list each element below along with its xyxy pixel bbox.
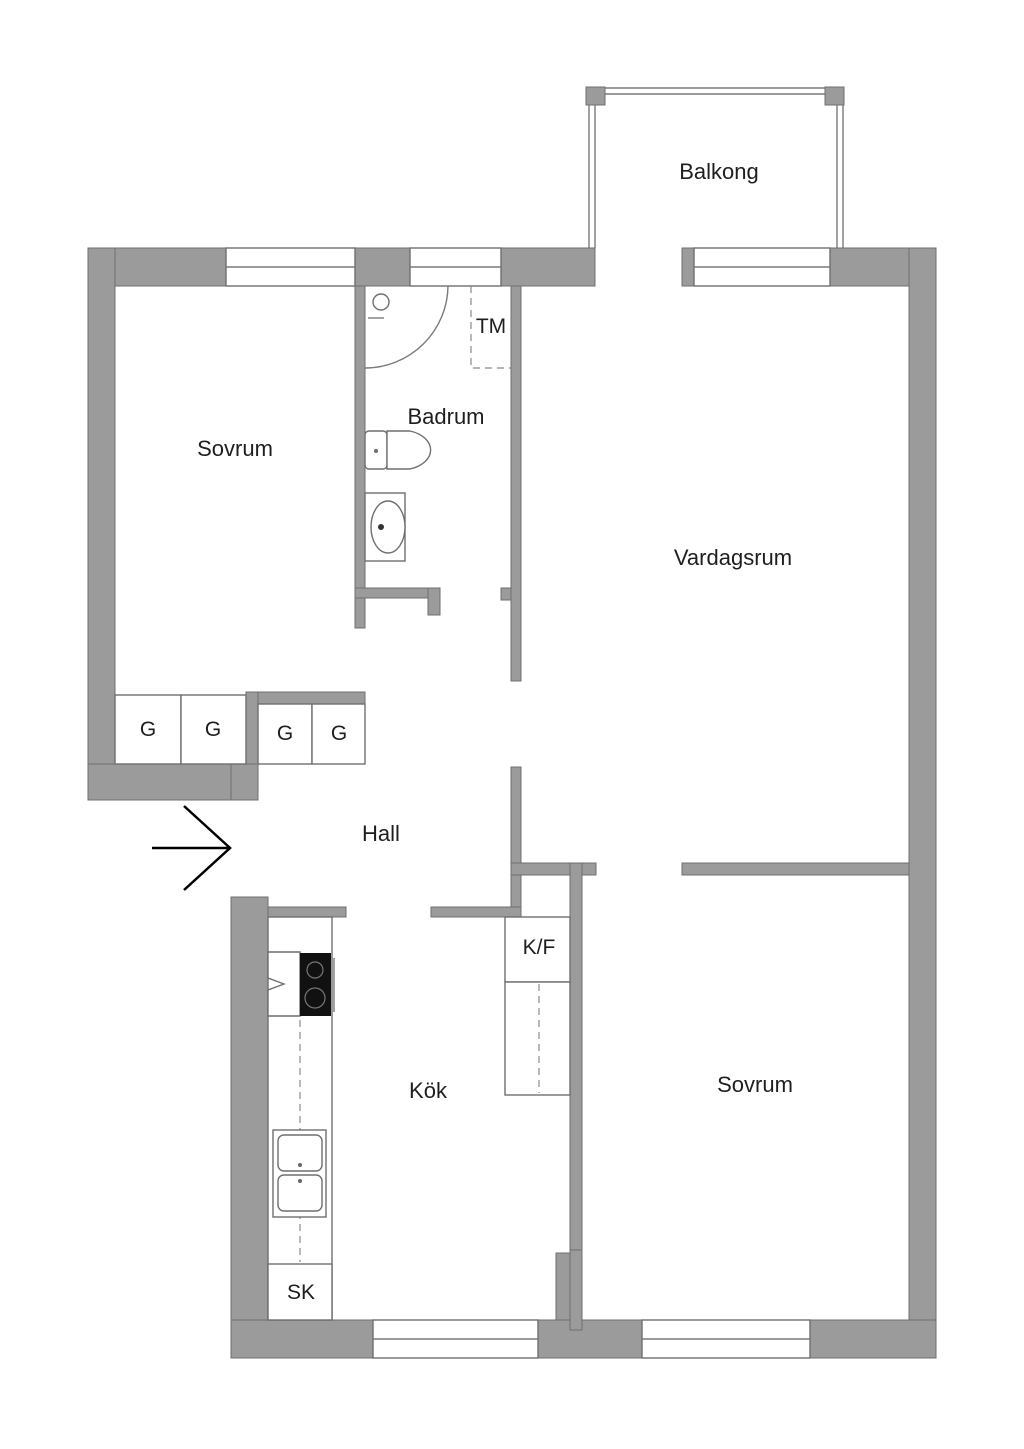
double-sink-icon [272,1129,327,1218]
washing-machine-outline [470,286,511,369]
label-wardrobe-2: G [205,718,221,741]
balcony [585,86,845,248]
stove-icon [267,951,335,1017]
room-label-bedroom-right: Sovrum [717,1072,793,1097]
wardrobes [114,694,366,765]
windows [225,247,831,1359]
label-wardrobe-4: G [331,722,347,745]
room-label-kitchen: Kök [409,1078,448,1103]
room-label-bedroom-left: Sovrum [197,436,273,461]
label-wardrobe-1: G [140,718,156,741]
label-washing-machine: TM [476,315,506,338]
label-wardrobe-3: G [277,722,293,745]
room-label-balcony: Balkong [679,159,759,184]
room-label-bathroom: Badrum [407,404,484,429]
sink-icon [364,492,406,562]
room-label-hall: Hall [362,821,400,846]
entrance-arrow-icon [152,805,232,891]
interior-walls [245,285,910,1331]
kitchen-fixtures [267,916,571,1321]
bathroom-fixtures [364,285,511,562]
label-fridge-freezer: K/F [523,936,556,959]
shower-icon [364,285,449,369]
label-broom-closet: SK [287,1281,315,1304]
room-label-living-room: Vardagsrum [674,545,792,570]
fridge-freezer-unit [504,916,571,1096]
toilet-icon [364,430,432,470]
exterior-walls [87,247,937,1359]
